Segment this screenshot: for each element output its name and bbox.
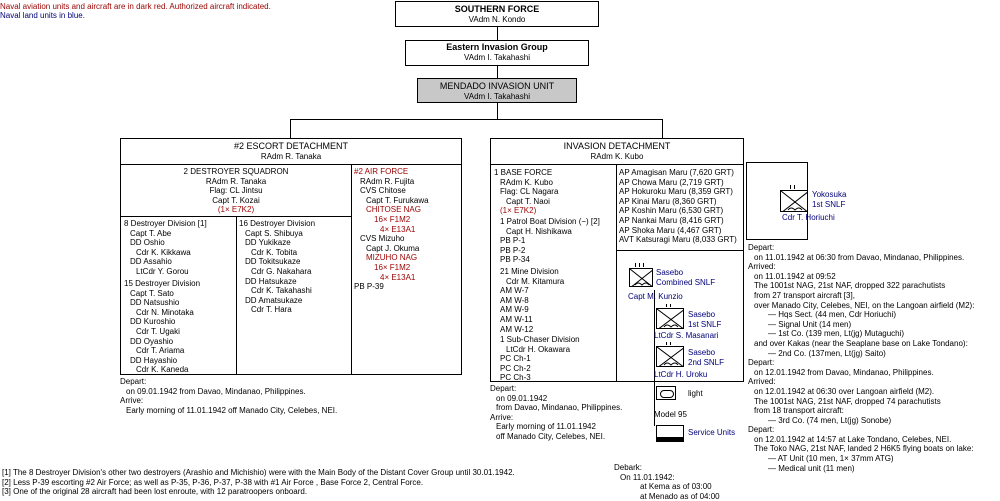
mendado-unit-commander: VAdm I. Takahashi xyxy=(464,91,530,101)
landing-debark: Debark: On 11.01.1942: at Kema as of 03:… xyxy=(614,463,720,501)
combined-snlf-label: Sasebo Combined SNLF xyxy=(656,268,716,287)
escort-detachment-box: #2 ESCORT DETACHMENT RAdm R. Tanaka 2 DE… xyxy=(120,138,462,375)
invasion-commander: RAdm K. Kubo xyxy=(590,151,644,161)
yokosuka-cdr: Cdr T. Horiuchi xyxy=(782,213,835,222)
footnote-3: [3] One of the original 28 aircraft had … xyxy=(2,487,308,497)
footnote-1: [1] The 8 Destroyer Division's other two… xyxy=(2,468,515,477)
second-snlf-cdr: LtCdr H. Uroku xyxy=(654,370,708,379)
eastern-group-box: Eastern Invasion Group VAdm I. Takahashi xyxy=(405,40,589,66)
escort-commander: RAdm R. Tanaka xyxy=(260,151,322,161)
yokosuka-notes: Depart: on 11.01.1942 at 06:30 from Dava… xyxy=(748,243,975,473)
yokosuka-echelon xyxy=(788,185,800,190)
first-snlf-cdr: LtCdr S. Masanari xyxy=(654,331,719,340)
yokosuka-label: Yokosuka 1st SNLF xyxy=(812,190,847,209)
first-snlf-label: Sasebo 1st SNLF xyxy=(688,310,722,329)
first-snlf-echelon xyxy=(664,304,676,308)
transport-list: AP Amagisan Maru (7,620 GRT) AP Chowa Ma… xyxy=(619,168,737,245)
invasion-movement: Depart: on 09.01.1942 from Davao, Mindan… xyxy=(490,384,623,441)
destroyer-division-15: 15 Destroyer Division Capt T. Sato DD Na… xyxy=(124,279,201,375)
destroyer-squadron: 2 DESTROYER SQUADRON RAdm R. Tanaka Flag… xyxy=(121,167,351,215)
invasion-detachment-box: INVASION DETACHMENT RAdm K. Kubo 1 BASE … xyxy=(490,138,744,382)
patrol-boat-division: 1 Patrol Boat Division (−) [2] Capt H. N… xyxy=(500,217,600,265)
legend-blue-text: Naval land units in blue. xyxy=(0,11,85,20)
destroyer-division-16: 16 Destroyer Division Capt S. Shibuya DD… xyxy=(239,219,316,315)
eastern-group-title: Eastern Invasion Group xyxy=(446,42,548,52)
legend-red-text: Naval aviation units and aircraft are in… xyxy=(0,2,271,11)
escort-title: #2 ESCORT DETACHMENT xyxy=(233,141,349,151)
base-force-aircraft: (1× E7K2) xyxy=(500,206,537,216)
air-force-title: #2 AIR FORCE xyxy=(354,167,409,176)
second-snlf-symbol xyxy=(656,346,684,367)
squadron-aircraft: (1× E7K2) xyxy=(217,205,255,215)
light-tank-symbol xyxy=(656,386,676,400)
service-units-symbol xyxy=(656,425,684,442)
sub-chaser-division: 1 Sub-Chaser Division LtCdr H. Okawara P… xyxy=(500,335,580,383)
first-snlf-symbol xyxy=(656,308,684,329)
mendado-unit-title: MENDADO INVASION UNIT xyxy=(439,81,555,91)
service-units-label: Service Units xyxy=(688,428,736,437)
footnote-2: [2] Less P-39 escorting #2 Air Force; as… xyxy=(2,477,424,487)
southern-force-commander: VAdm N. Kondo xyxy=(468,14,526,24)
eastern-group-commander: VAdm I. Takahashi xyxy=(464,52,530,62)
second-snlf-label: Sasebo 2nd SNLF xyxy=(688,348,725,367)
escort-movement: Depart: on 09.01.1942 from Davao, Mindan… xyxy=(120,377,338,415)
footnotes: [1] The 8 Destroyer Division's other two… xyxy=(2,468,515,497)
light-tank-label: light xyxy=(688,389,703,398)
combined-snlf-symbol xyxy=(629,268,653,287)
base-force-1: 1 BASE FORCE RAdm K. Kubo Flag: CL Nagar… xyxy=(494,168,559,216)
destroyer-division-8: 8 Destroyer Division [1] Capt T. Abe DD … xyxy=(124,219,207,276)
mendado-unit-box: MENDADO INVASION UNIT VAdm I. Takahashi xyxy=(417,78,577,103)
tank-model-label: Model 95 xyxy=(654,410,687,419)
invasion-title: INVASION DETACHMENT xyxy=(563,141,671,151)
southern-force-title: SOUTHERN FORCE xyxy=(454,4,540,14)
yokosuka-snlf-symbol xyxy=(780,190,808,212)
combined-snlf-cdr: Capt M. Kunzio xyxy=(628,292,683,301)
air-force-2: #2 AIR FORCE RAdm R. Fujita CVS Chitose … xyxy=(354,167,429,292)
second-snlf-echelon xyxy=(664,342,676,346)
mine-division-21: 21 Mine Division Cdr M. Kitamura AM W-7 … xyxy=(500,267,565,334)
southern-force-box: SOUTHERN FORCE VAdm N. Kondo xyxy=(395,1,599,27)
